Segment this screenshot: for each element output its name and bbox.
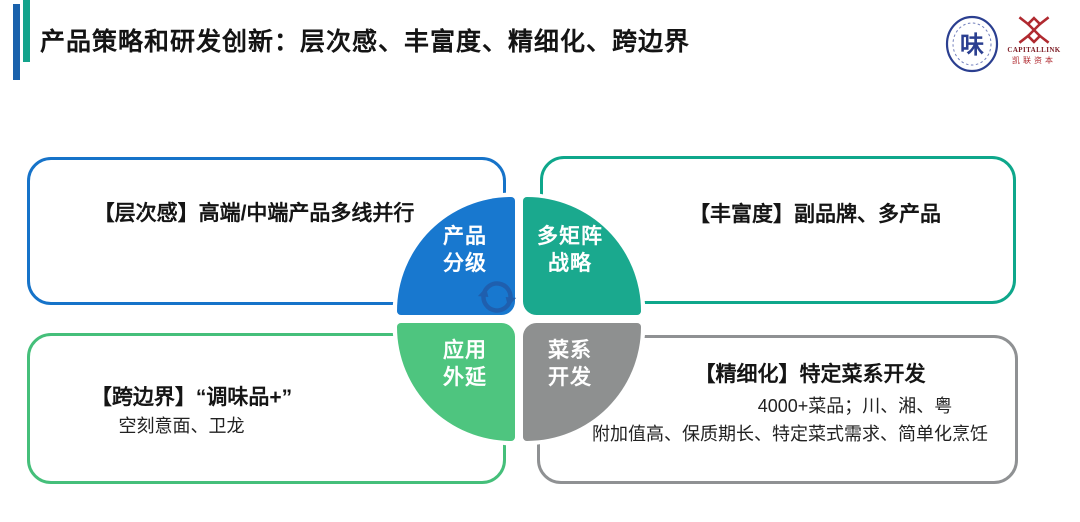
capitallink-wordmark: CAPITALLINK <box>1007 46 1061 54</box>
box-cross-border-sub: 空刻意面、卫龙 <box>118 416 245 436</box>
quadrant-cuisine-development-label: 菜系 开发 <box>548 339 592 389</box>
quadrant-cuisine-development: 菜系 开发 <box>523 323 641 441</box>
box-refinement-sub1: 4000+菜品；川、湘、粤 <box>757 396 953 416</box>
quadrant-product-grading-label: 产品 分级 <box>443 225 487 275</box>
title-accent-bar-blue <box>13 4 20 80</box>
cycle-arrows-icon <box>477 281 517 313</box>
quadrant-application-extension-label: 应用 外延 <box>443 339 487 389</box>
box-refinement: 【精细化】特定菜系开发 4000+菜品；川、湘、粤 附加值高、保质期长、特定菜式… <box>537 335 1018 484</box>
quadrant-application-extension: 应用 外延 <box>397 323 515 441</box>
box-layering-heading: 【层次感】高端/中端产品多线并行 <box>93 202 415 225</box>
quadrant-multi-matrix-strategy-label: 多矩阵 战略 <box>537 225 603 275</box>
box-richness: 【丰富度】副品牌、多产品 <box>540 156 1016 304</box>
box-cross-border-heading: 【跨边界】“调味品+” <box>90 386 293 409</box>
seal-center-char: 味 <box>960 32 984 59</box>
title-accent-bar-teal <box>23 0 30 62</box>
page-title: 产品策略和研发创新：层次感、丰富度、精细化、跨边界 <box>40 28 691 56</box>
box-richness-heading: 【丰富度】副品牌、多产品 <box>689 203 941 226</box>
strategy-wheel: 产品 分级 多矩阵 战略 应用 外延 菜系 开发 <box>392 192 646 446</box>
seal-logo: 味 <box>945 15 999 73</box>
capitallink-knot-icon <box>1018 16 1050 44</box>
quadrant-multi-matrix-strategy: 多矩阵 战略 <box>523 197 641 315</box>
capitallink-logo: CAPITALLINK 凯联资本 <box>1006 15 1062 66</box>
box-refinement-sub2: 附加值高、保质期长、特定菜式需求、简单化烹饪 <box>592 424 988 444</box>
strategy-wheel-quadrants: 产品 分级 多矩阵 战略 应用 外延 菜系 开发 <box>397 197 641 441</box>
seal-logo-icon: 味 <box>945 15 999 73</box>
capitallink-chinese-name: 凯联资本 <box>1012 56 1056 65</box>
box-refinement-heading: 【精细化】特定菜系开发 <box>694 363 926 386</box>
